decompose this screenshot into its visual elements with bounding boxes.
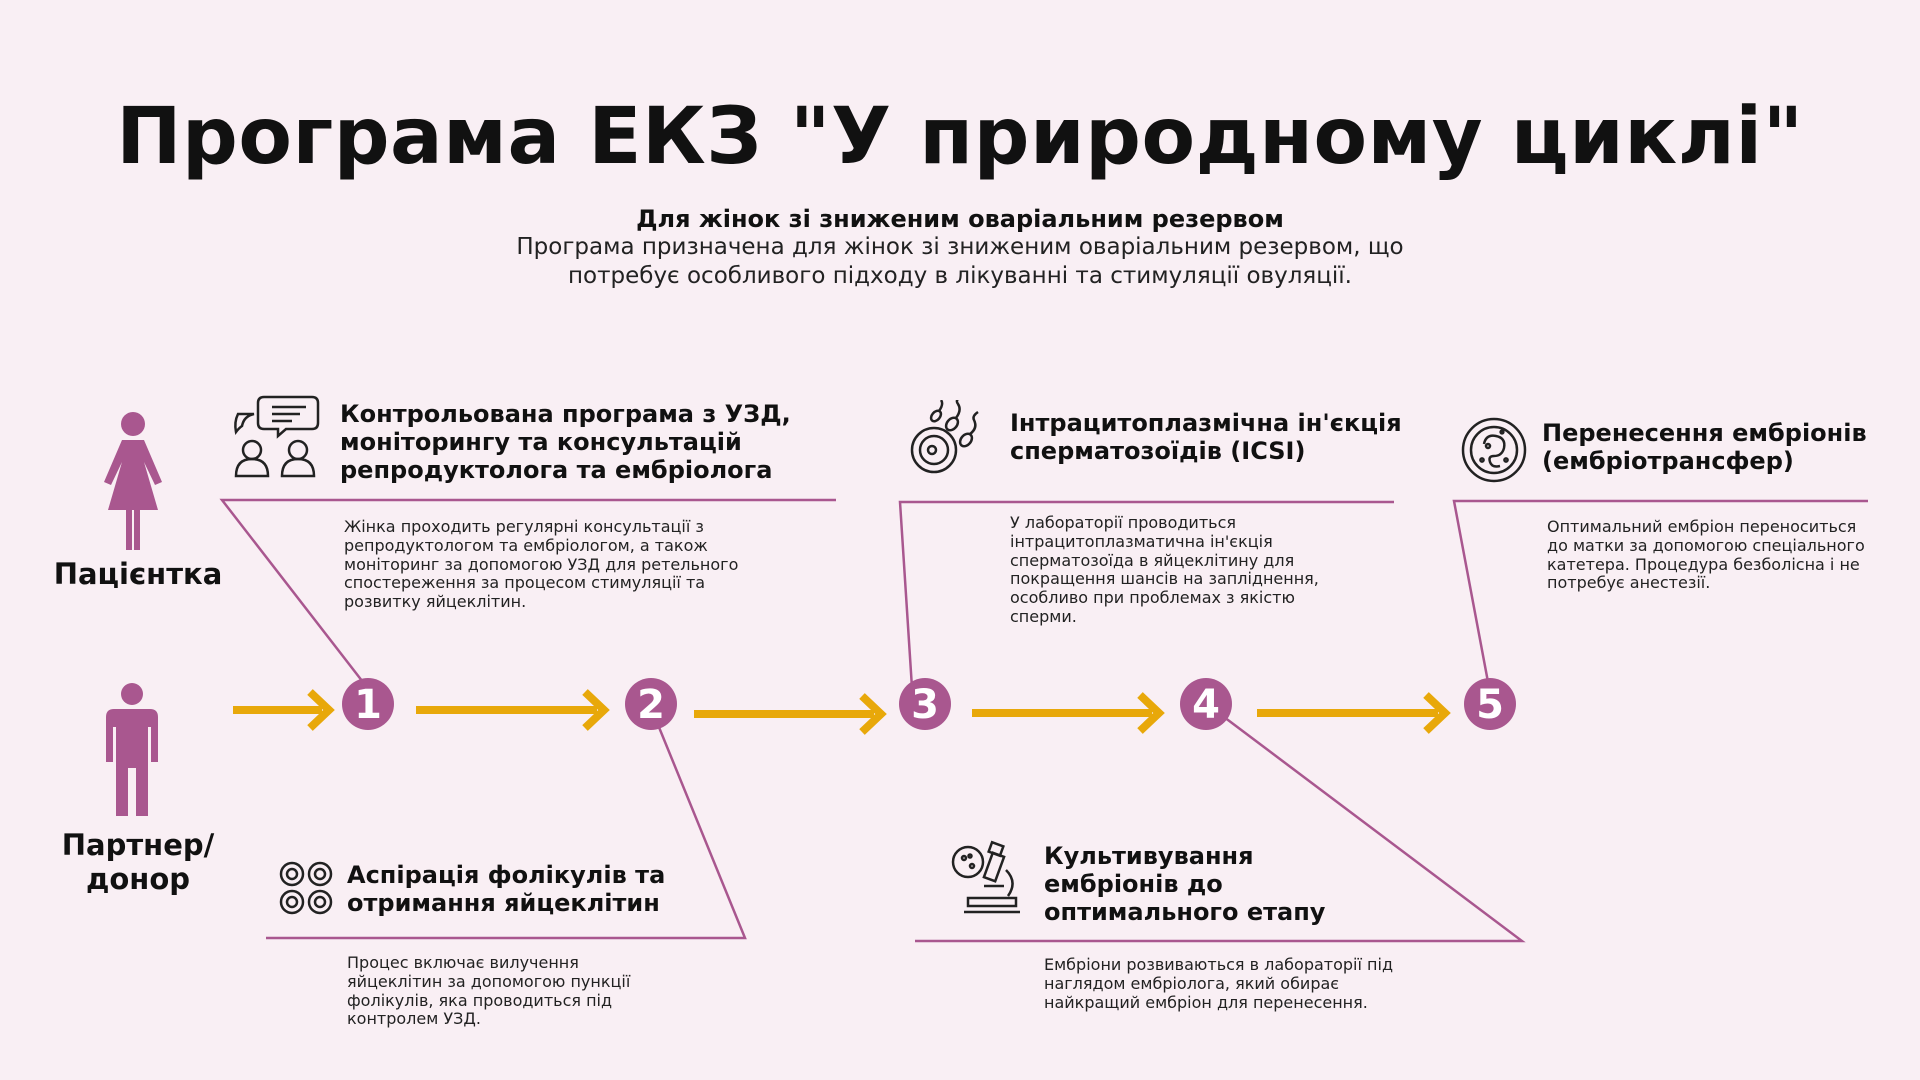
embryo-icon <box>1461 417 1527 483</box>
step-1-description: Жінка проходить регулярні консультації з… <box>344 517 739 612</box>
patient-label: Пацієнтка <box>53 557 223 591</box>
connector-step-5 <box>1452 499 1868 683</box>
connector-step-1 <box>219 498 836 687</box>
step-4-description: Ембріони розвиваються в лабораторії під … <box>1044 955 1393 1012</box>
partner-label: Партнер/ донор <box>61 828 215 896</box>
step-3-description: У лабораторії проводиться інтрацитоплазм… <box>1010 513 1319 626</box>
consultation-icon <box>234 395 320 478</box>
sperm-egg-icon <box>910 400 979 474</box>
microscope-icon <box>951 840 1020 914</box>
flow-arrow-1-2 <box>416 689 610 731</box>
step-2-title: Аспірація фолікулів та отримання яйцеклі… <box>347 861 666 917</box>
flow-arrow-2-3 <box>694 693 887 735</box>
follicles-icon <box>279 861 333 915</box>
flow-arrow-4-5 <box>1257 692 1451 734</box>
male-figure-icon <box>106 683 158 816</box>
step-5-title: Перенесення ембріонів (ембріотрансфер) <box>1542 419 1867 475</box>
female-figure-icon <box>104 412 162 550</box>
flow-arrow-start <box>233 689 335 731</box>
connector-step-3 <box>898 500 1394 689</box>
step-5-description: Оптимальний ембріон переноситься до матк… <box>1547 517 1865 593</box>
step-2-description: Процес включає вилучення яйцеклітин за д… <box>347 953 631 1029</box>
intro-text: Програма призначена для жінок зі знижени… <box>516 234 1404 289</box>
page-title: Програма ЕКЗ "У природному циклі" <box>116 92 1804 182</box>
step-4-title: Культивування ембріонів до оптимального … <box>1044 842 1326 926</box>
connector-step-2 <box>266 714 747 940</box>
flow-arrow-3-4 <box>972 692 1165 734</box>
step-3-title: Інтрацитоплазмічна ін'єкція сперматозоїд… <box>1010 409 1402 465</box>
connector-step-4 <box>915 713 1526 943</box>
step-1-title: Контрольована програма з УЗД, моніторинг… <box>340 400 791 484</box>
page-subtitle: Для жінок зі зниженим оваріальним резерв… <box>636 205 1284 233</box>
